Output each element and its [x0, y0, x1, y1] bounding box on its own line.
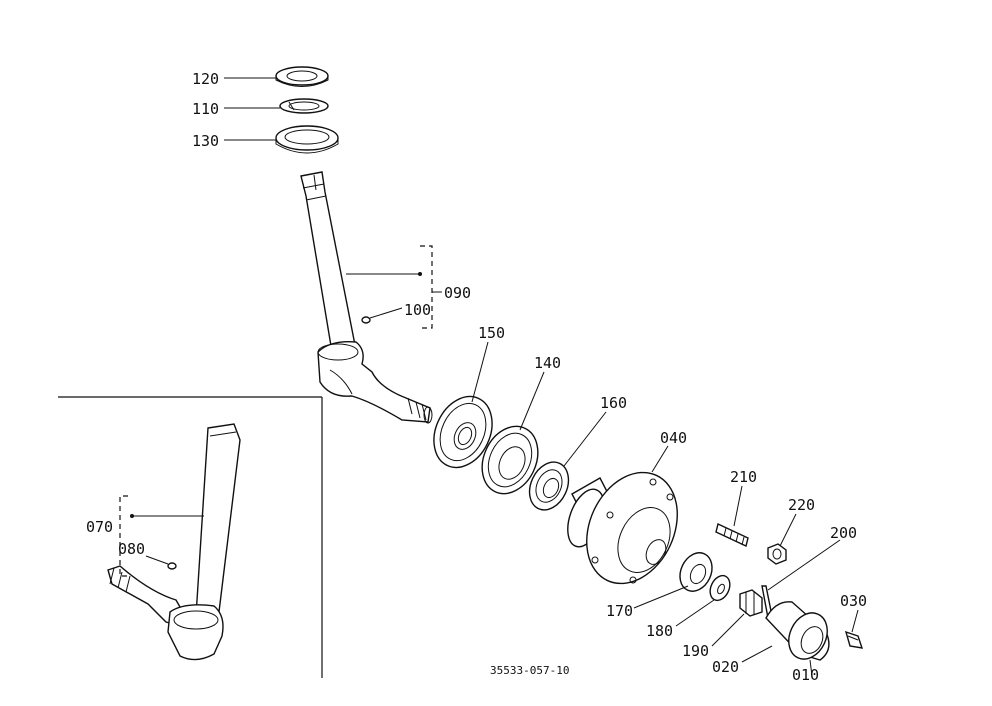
grease-nipple-100[interactable] [361, 316, 371, 324]
part-label-030: 030 [840, 592, 867, 610]
bracket-070 [119, 495, 204, 577]
part-label-170: 170 [606, 602, 633, 620]
part-label-130: 130 [192, 132, 219, 150]
part-label-040: 040 [660, 429, 687, 447]
part-label-220: 220 [788, 496, 815, 514]
part-label-080: 080 [118, 540, 145, 558]
bracket-090 [346, 245, 442, 329]
part-label-120: 120 [192, 70, 219, 88]
part-label-010: 010 [792, 666, 819, 684]
part-label-090: 090 [444, 284, 471, 302]
seal-130[interactable] [275, 125, 339, 154]
knuckle-090[interactable] [300, 171, 433, 424]
part-label-150: 150 [478, 324, 505, 342]
shim-110[interactable] [279, 98, 329, 114]
hub-040[interactable] [561, 458, 695, 599]
part-label-140: 140 [534, 354, 561, 372]
part-label-200: 200 [830, 524, 857, 542]
dust-cover-150[interactable] [423, 387, 503, 477]
part-label-070: 070 [86, 518, 113, 536]
cap-bolt-030[interactable] [844, 630, 864, 649]
castle-nut-190[interactable] [739, 589, 763, 617]
part-label-210: 210 [730, 468, 757, 486]
part-label-180: 180 [646, 622, 673, 640]
part-label-190: 190 [682, 642, 709, 660]
leader-lines [145, 77, 859, 677]
drawing-number: 35533-057-10 [490, 664, 569, 677]
inset-frame [58, 396, 323, 678]
knuckle-070[interactable] [107, 423, 241, 661]
part-label-020: 020 [712, 658, 739, 676]
washer-180[interactable] [706, 572, 733, 603]
part-label-160: 160 [600, 394, 627, 412]
part-label-100: 100 [404, 301, 431, 319]
bearing-160[interactable] [522, 456, 576, 517]
hub-bolt-210[interactable] [715, 523, 749, 547]
bearing-170[interactable] [674, 548, 718, 597]
washer-120[interactable] [275, 66, 329, 87]
hub-nut-220[interactable] [767, 543, 787, 565]
part-label-110: 110 [192, 100, 219, 118]
oil-seal-140[interactable] [472, 417, 549, 502]
grease-nipple-080[interactable] [167, 562, 177, 570]
hub-cap-010[interactable] [782, 607, 835, 666]
